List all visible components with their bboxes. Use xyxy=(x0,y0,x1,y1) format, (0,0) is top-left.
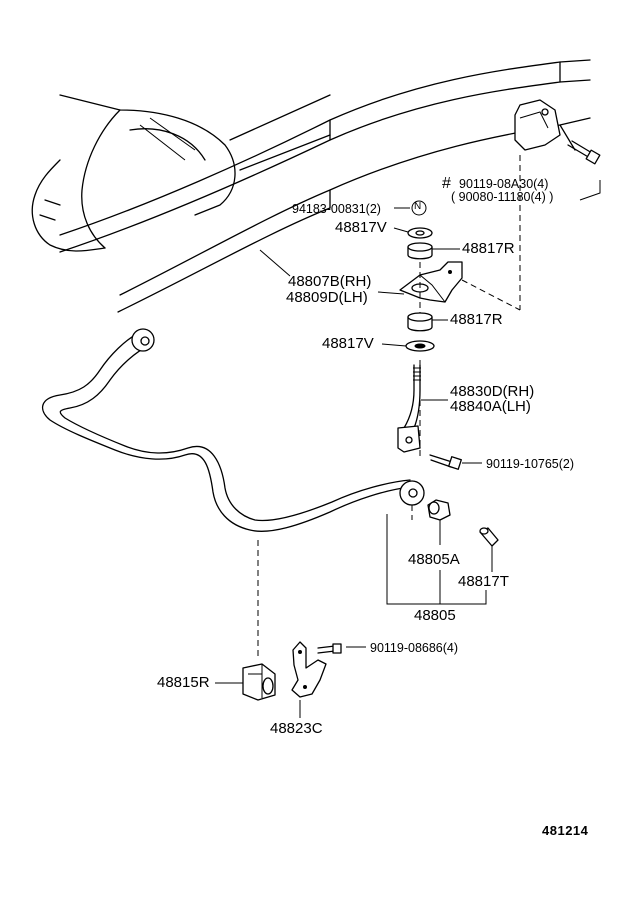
label-48817r-top: 48817R xyxy=(462,240,515,257)
diagram-id: 481214 xyxy=(542,823,589,838)
bushing-48817r-top xyxy=(407,242,433,260)
collar-48817t xyxy=(479,527,499,547)
label-48817v-mid: 48817V xyxy=(322,335,374,352)
label-90119-10765: 90119-10765(2) xyxy=(486,457,575,471)
bushing-48805a xyxy=(427,499,451,521)
label-90119-08a30: 90119-08A30(4) xyxy=(459,177,549,191)
label-90080-11180-text: 90080-11180(4) xyxy=(458,190,546,204)
stabilizer-bar xyxy=(41,328,425,532)
n-mark: N xyxy=(414,201,422,212)
label-48823c: 48823C xyxy=(270,720,323,737)
label-48817t: 48817T xyxy=(458,573,509,590)
axle-housing xyxy=(31,94,331,252)
n-symbol-circle xyxy=(411,200,427,216)
frame-rail xyxy=(59,59,591,313)
leader-lines xyxy=(215,180,601,718)
label-48830d: 48830D(RH) xyxy=(450,383,535,400)
bushing-48815r xyxy=(242,663,276,701)
label-48807b: 48807B(RH) xyxy=(288,273,372,290)
bolt-90119-08a30 xyxy=(567,140,601,165)
label-48817v-top: 48817V xyxy=(335,219,387,236)
bracket-48823c xyxy=(291,641,327,698)
hash-mark: # xyxy=(442,175,451,192)
washer-48817v-mid xyxy=(405,340,435,352)
label-48805a: 48805A xyxy=(408,551,460,568)
dashed-lines xyxy=(257,155,521,660)
stabilizer-link xyxy=(397,364,421,453)
label-48840a: 48840A(LH) xyxy=(450,398,531,415)
bolt-90119-10765 xyxy=(429,454,462,470)
label-94183: 94183-00831(2) xyxy=(292,202,381,216)
label-48817r-mid: 48817R xyxy=(450,311,503,328)
label-48805: 48805 xyxy=(414,607,456,624)
frame-bracket xyxy=(514,99,561,151)
label-48815r: 48815R xyxy=(157,674,210,691)
label-48809d: 48809D(LH) xyxy=(286,289,368,306)
washer-48817v-top xyxy=(407,227,433,239)
bracket-48807b xyxy=(399,261,463,303)
bolt-90119-08686 xyxy=(317,643,342,654)
label-90080-11180: ( 90080-11180(4) ) xyxy=(451,190,554,204)
label-90119-08686: 90119-08686(4) xyxy=(370,641,459,655)
bushing-48817r-mid xyxy=(407,312,433,332)
